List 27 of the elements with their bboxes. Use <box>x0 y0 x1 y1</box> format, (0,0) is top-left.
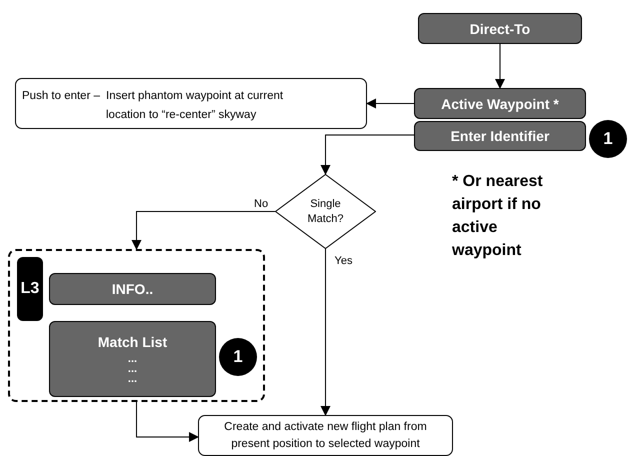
menu-item: Direct-To <box>418 13 582 44</box>
label-text: Insert phantom waypoint at current location to “re-center” skyway <box>106 89 284 123</box>
edge-label: Yes <box>334 255 354 267</box>
decision-text: Single Match? <box>306 196 345 226</box>
menu-item: Active Waypoint * <box>414 88 586 119</box>
arrow <box>495 44 505 89</box>
note-box <box>15 78 367 129</box>
dashed-group <box>8 249 265 402</box>
arrow <box>320 248 330 416</box>
callout-number: 1 <box>219 338 257 376</box>
footnote-text: * Or nearest airport if no active waypoint <box>452 172 544 261</box>
level-tab: L3 <box>17 257 43 321</box>
menu-item <box>49 321 216 397</box>
callout-number: 1 <box>589 120 627 158</box>
menu-item: Enter Identifier <box>414 121 586 151</box>
ellipsis-text: ... <box>128 364 138 374</box>
label-text: Push to enter – <box>22 89 100 104</box>
arrow <box>136 402 199 442</box>
edge-label: No <box>253 198 270 210</box>
ellipsis-text: ... <box>128 354 138 364</box>
arrow <box>320 134 414 175</box>
ellipsis-text: ... <box>128 374 138 384</box>
label-text: Match List <box>98 334 168 350</box>
menu-item: INFO.. <box>49 273 216 305</box>
process-box: Create and activate new flight plan from present position to selected waypoint <box>198 415 453 456</box>
arrow <box>366 98 414 108</box>
arrow <box>132 211 276 250</box>
